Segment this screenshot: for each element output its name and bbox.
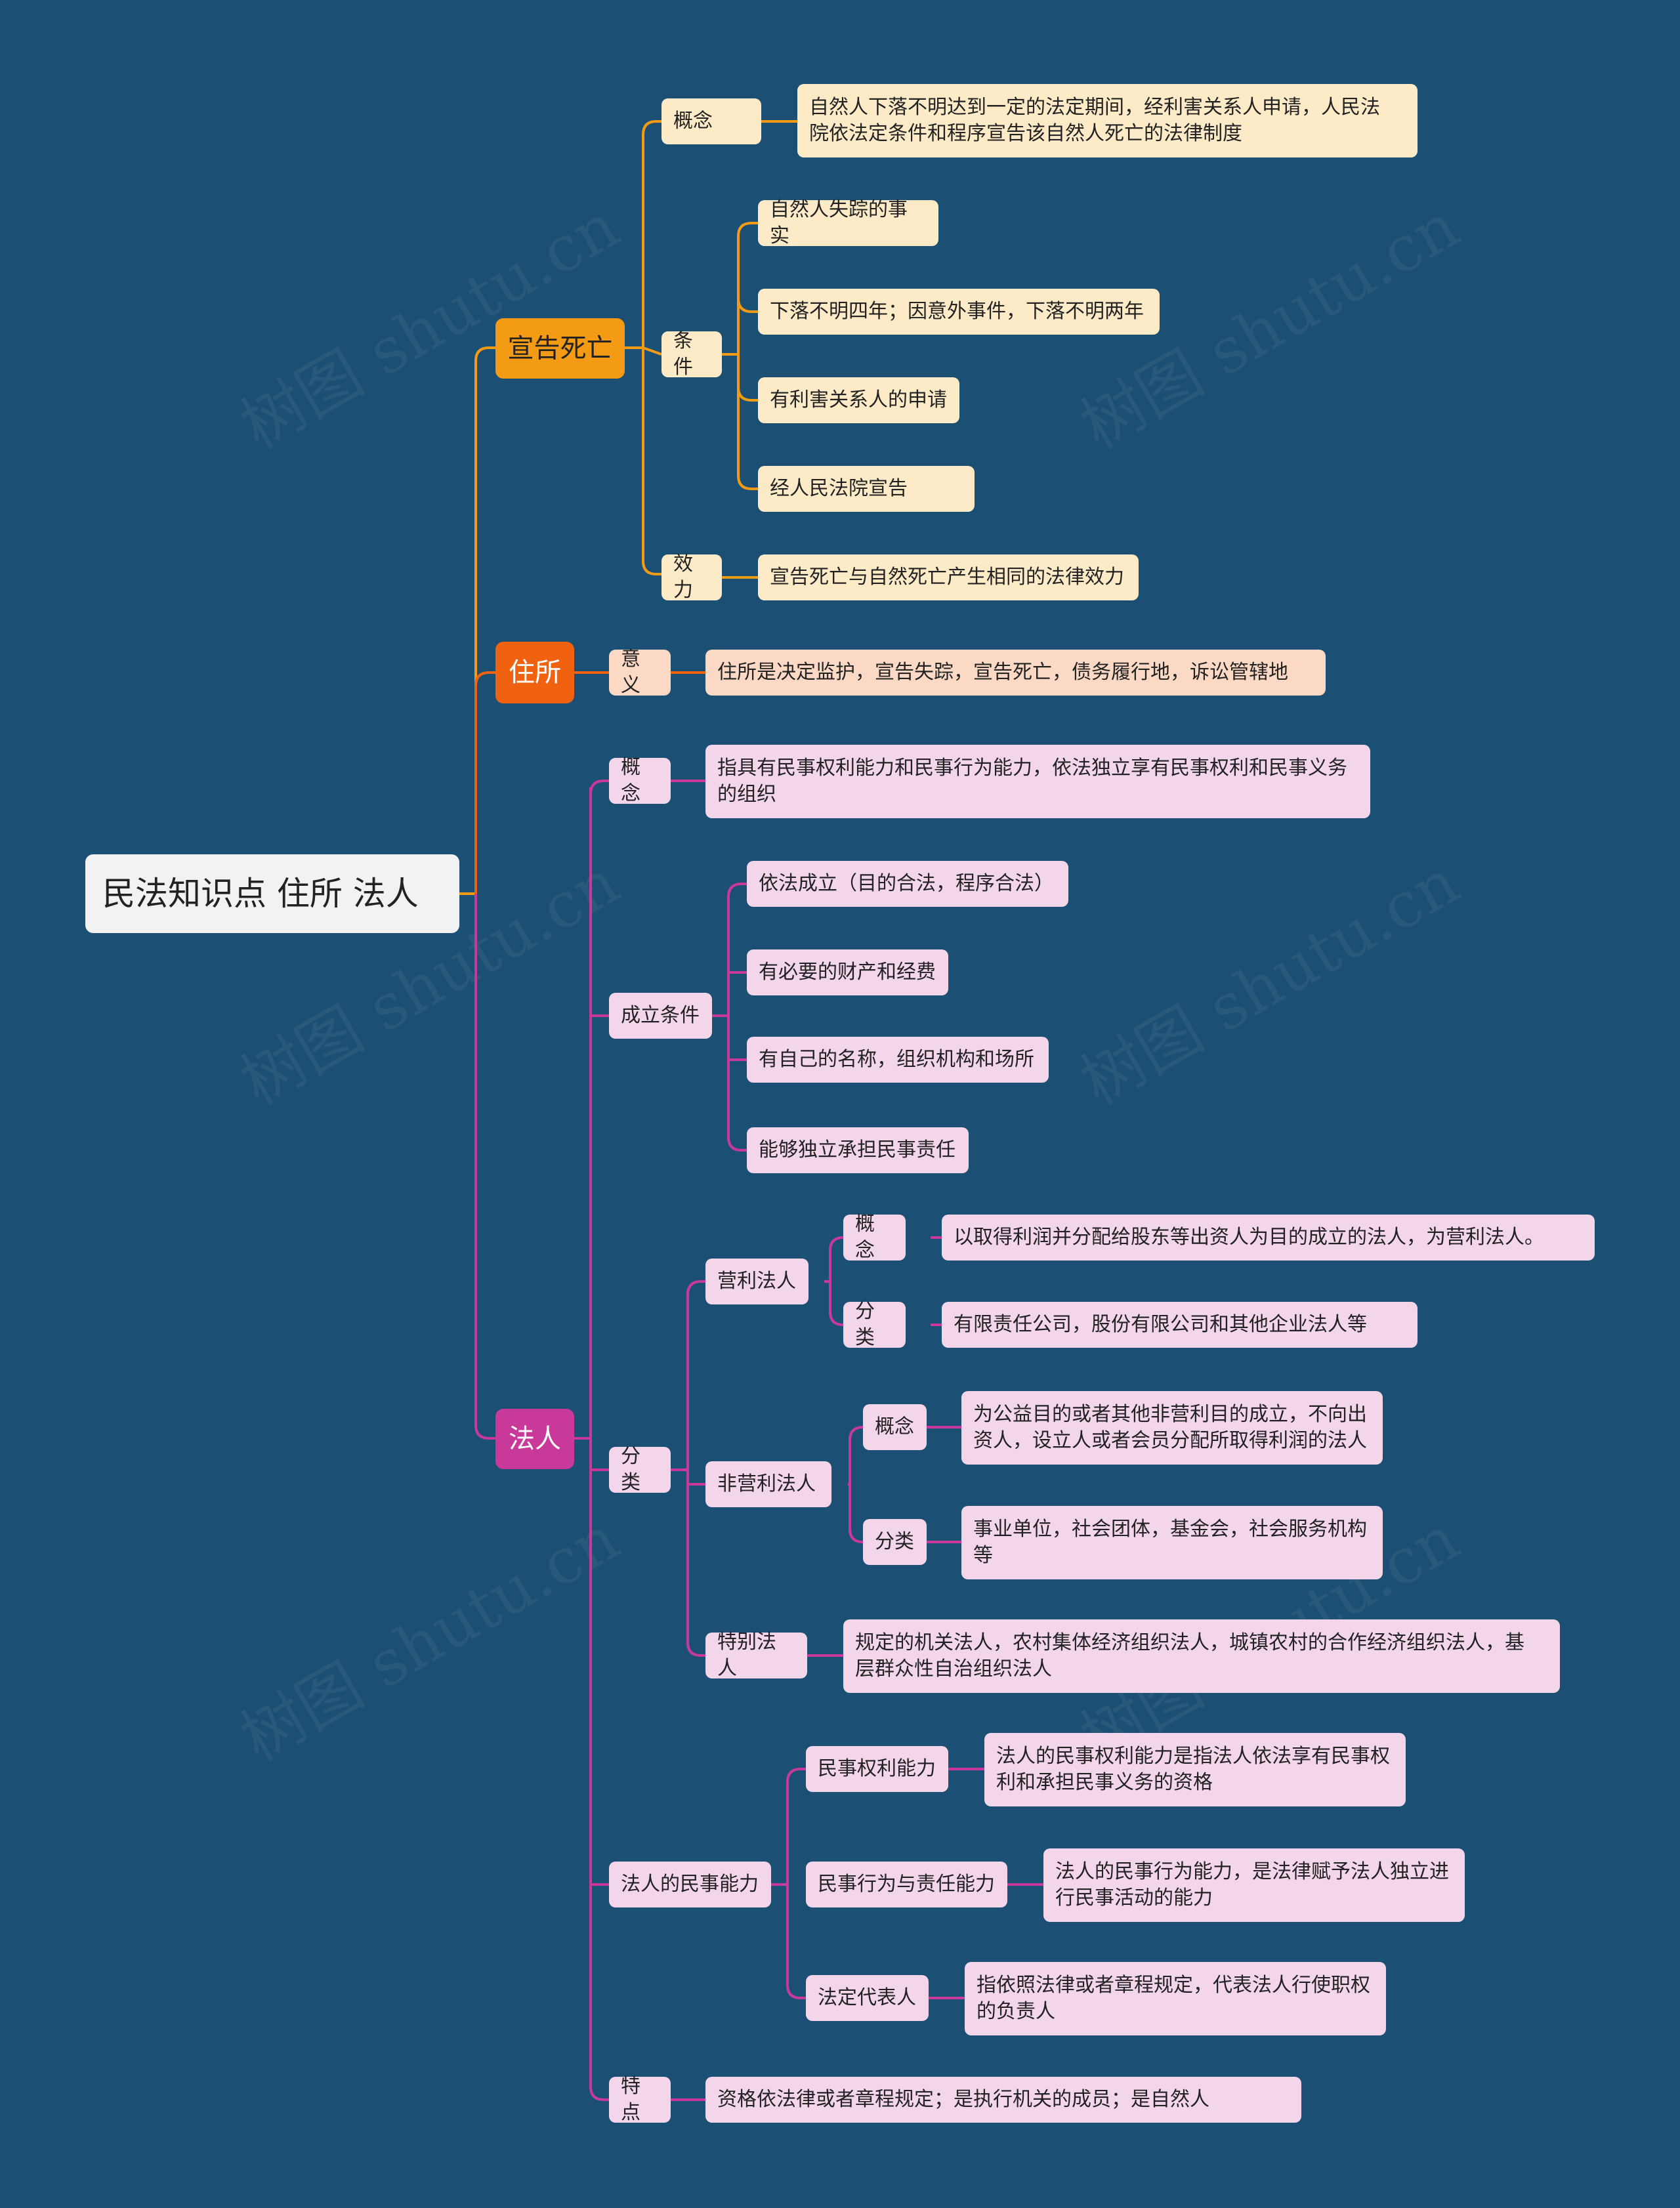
establishment-conditions-label[interactable]: 成立条件 xyxy=(609,993,712,1039)
for-profit-concept-label[interactable]: 概念 xyxy=(843,1213,906,1262)
special-legal-person-label[interactable]: 特别法人 xyxy=(705,1631,807,1680)
classification-label[interactable]: 分类 xyxy=(609,1445,671,1494)
branch-domicile[interactable]: 住所 xyxy=(495,642,574,703)
legal-person-concept-label[interactable]: 概念 xyxy=(609,756,671,805)
features-text: 资格依法律或者章程规定；是执行机关的成员；是自然人 xyxy=(705,2077,1301,2123)
establishment-item: 依法成立（目的合法，程序合法） xyxy=(747,861,1068,907)
domicile-meaning-label[interactable]: 意义 xyxy=(609,648,671,697)
for-profit-concept-text: 以取得利润并分配给股东等出资人为目的成立的法人，为营利法人。 xyxy=(942,1215,1595,1260)
for-profit-class-text: 有限责任公司，股份有限公司和其他企业法人等 xyxy=(942,1302,1418,1348)
declared-death-concept-label[interactable]: 概念 xyxy=(662,98,761,144)
features-label[interactable]: 特点 xyxy=(609,2075,671,2124)
non-profit-class-label[interactable]: 分类 xyxy=(863,1519,927,1565)
root-topic[interactable]: 民法知识点 住所 法人 xyxy=(85,854,459,933)
capacity-item-label[interactable]: 民事权利能力 xyxy=(806,1746,948,1792)
declared-death-effect-text: 宣告死亡与自然死亡产生相同的法律效力 xyxy=(758,554,1139,600)
for-profit-class-label[interactable]: 分类 xyxy=(843,1300,906,1349)
civil-capacity-label[interactable]: 法人的民事能力 xyxy=(609,1862,771,1907)
capacity-item-label[interactable]: 民事行为与责任能力 xyxy=(806,1862,1007,1907)
domicile-meaning-text: 住所是决定监护，宣告失踪，宣告死亡，债务履行地，诉讼管辖地 xyxy=(705,650,1326,696)
establishment-item: 能够独立承担民事责任 xyxy=(747,1127,969,1173)
branch-legal-person[interactable]: 法人 xyxy=(495,1409,574,1469)
condition-item: 自然人失踪的事实 xyxy=(758,198,938,247)
establishment-item: 有自己的名称，组织机构和场所 xyxy=(747,1037,1049,1083)
capacity-item-text: 法人的民事权利能力是指法人依法享有民事权 利和承担民事义务的资格 xyxy=(984,1733,1406,1806)
for-profit-label[interactable]: 营利法人 xyxy=(705,1259,808,1304)
capacity-item-label[interactable]: 法定代表人 xyxy=(806,1975,929,2021)
condition-item: 经人民法院宣告 xyxy=(758,466,975,512)
condition-item: 有利害关系人的申请 xyxy=(758,377,959,423)
declared-death-conditions-label[interactable]: 条件 xyxy=(662,329,722,379)
capacity-item-text: 指依照法律或者章程规定，代表法人行使职权 的负责人 xyxy=(965,1962,1386,2035)
non-profit-concept-text: 为公益目的或者其他非营利目的成立，不向出 资人，设立人或者会员分配所取得利润的法… xyxy=(961,1391,1383,1465)
non-profit-class-text: 事业单位，社会团体，基金会，社会服务机构 等 xyxy=(961,1506,1383,1579)
declared-death-effect-label[interactable]: 效力 xyxy=(662,552,722,602)
non-profit-label[interactable]: 非营利法人 xyxy=(705,1461,831,1507)
establishment-item: 有必要的财产和经费 xyxy=(747,949,948,995)
condition-item: 下落不明四年；因意外事件，下落不明两年 xyxy=(758,289,1160,335)
capacity-item-text: 法人的民事行为能力，是法律赋予法人独立进 行民事活动的能力 xyxy=(1043,1848,1465,1922)
non-profit-concept-label[interactable]: 概念 xyxy=(863,1404,927,1450)
branch-declared-death[interactable]: 宣告死亡 xyxy=(495,318,625,379)
special-legal-person-text: 规定的机关法人，农村集体经济组织法人，城镇农村的合作经济组织法人，基 层群众性自… xyxy=(843,1619,1560,1693)
legal-person-concept-text: 指具有民事权利能力和民事行为能力，依法独立享有民事权利和民事义务 的组织 xyxy=(705,745,1370,818)
declared-death-concept-text: 自然人下落不明达到一定的法定期间，经利害关系人申请，人民法 院依法定条件和程序宣… xyxy=(797,84,1418,157)
